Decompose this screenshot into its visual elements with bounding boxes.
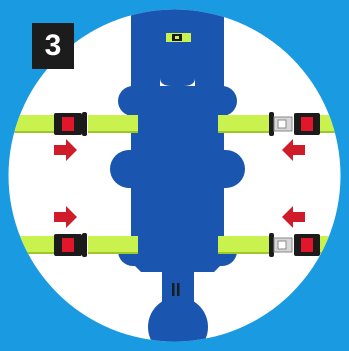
- arrow-left-upper: [54, 139, 77, 161]
- carrier-body: [110, 9, 245, 342]
- left-lower-buckle: [54, 233, 87, 257]
- step-number: 3: [44, 29, 62, 62]
- arrow-right-upper: [282, 139, 305, 161]
- arrow-left-lower: [54, 206, 77, 228]
- chest-strap: [166, 33, 191, 42]
- left-upper-buckle: [54, 112, 87, 136]
- arrow-right-lower: [282, 206, 305, 228]
- right-lower-buckle: [269, 233, 320, 257]
- left-upper-strap: [8, 115, 138, 133]
- step-number-badge: 3: [32, 23, 74, 69]
- tail-slider: [172, 283, 180, 296]
- right-upper-buckle: [269, 112, 320, 136]
